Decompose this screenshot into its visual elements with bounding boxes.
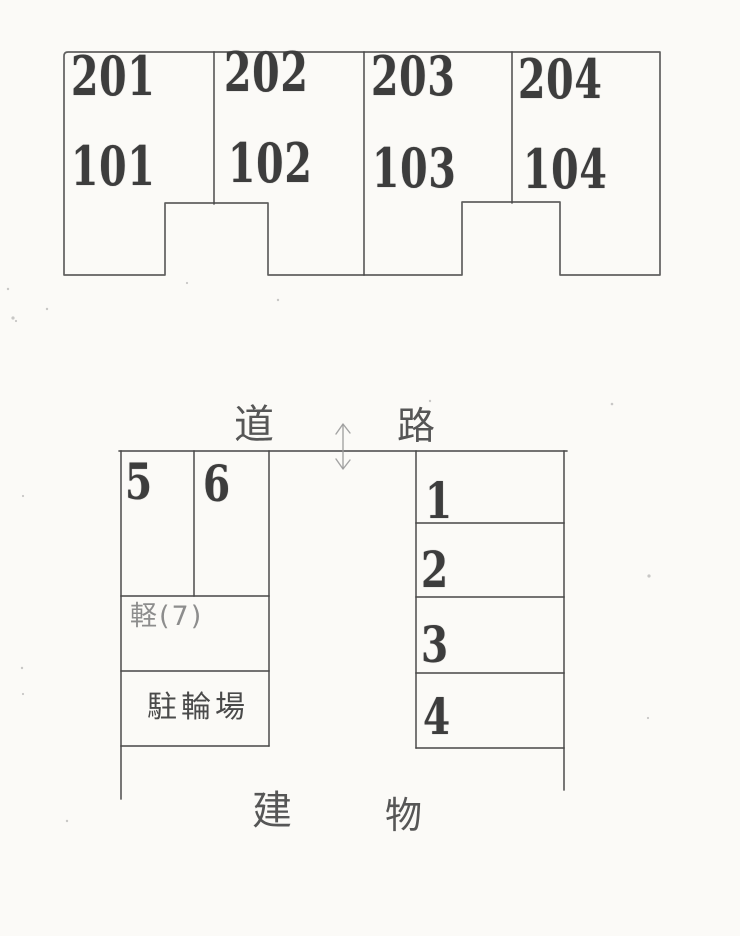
building-label-left: 建 <box>252 788 292 834</box>
light-car-space-label: 軽(7) <box>130 601 204 632</box>
parking-space-2-label: 2 <box>421 540 449 599</box>
unit-label-202: 202 <box>224 40 309 104</box>
unit-label-104: 104 <box>523 137 608 201</box>
road-label-left: 道 <box>234 402 274 448</box>
unit-label-101: 101 <box>71 134 156 198</box>
parking-space-3-label: 3 <box>421 615 449 674</box>
parking-space-6-label: 6 <box>203 454 231 513</box>
parking-space-1-label: 1 <box>425 471 453 530</box>
parking-space-5-label: 5 <box>125 452 153 511</box>
building-outline-group <box>63 51 661 276</box>
building-outline <box>63 51 661 276</box>
left-parking-block <box>120 450 270 800</box>
road-width-arrow-icon <box>335 423 351 470</box>
unit-label-201: 201 <box>71 44 156 108</box>
unit-label-203: 203 <box>371 44 456 108</box>
scan-noise <box>6 281 651 823</box>
right-parking-block <box>415 450 565 791</box>
unit-label-102: 102 <box>228 131 313 195</box>
road-label-right: 路 <box>397 404 436 448</box>
unit-label-103: 103 <box>372 136 457 200</box>
unit-label-204: 204 <box>518 47 603 111</box>
bicycle-parking-label: 駐輪場 <box>147 690 249 725</box>
parking-space-4-label: 4 <box>423 687 451 746</box>
building-label-right: 物 <box>385 794 422 837</box>
